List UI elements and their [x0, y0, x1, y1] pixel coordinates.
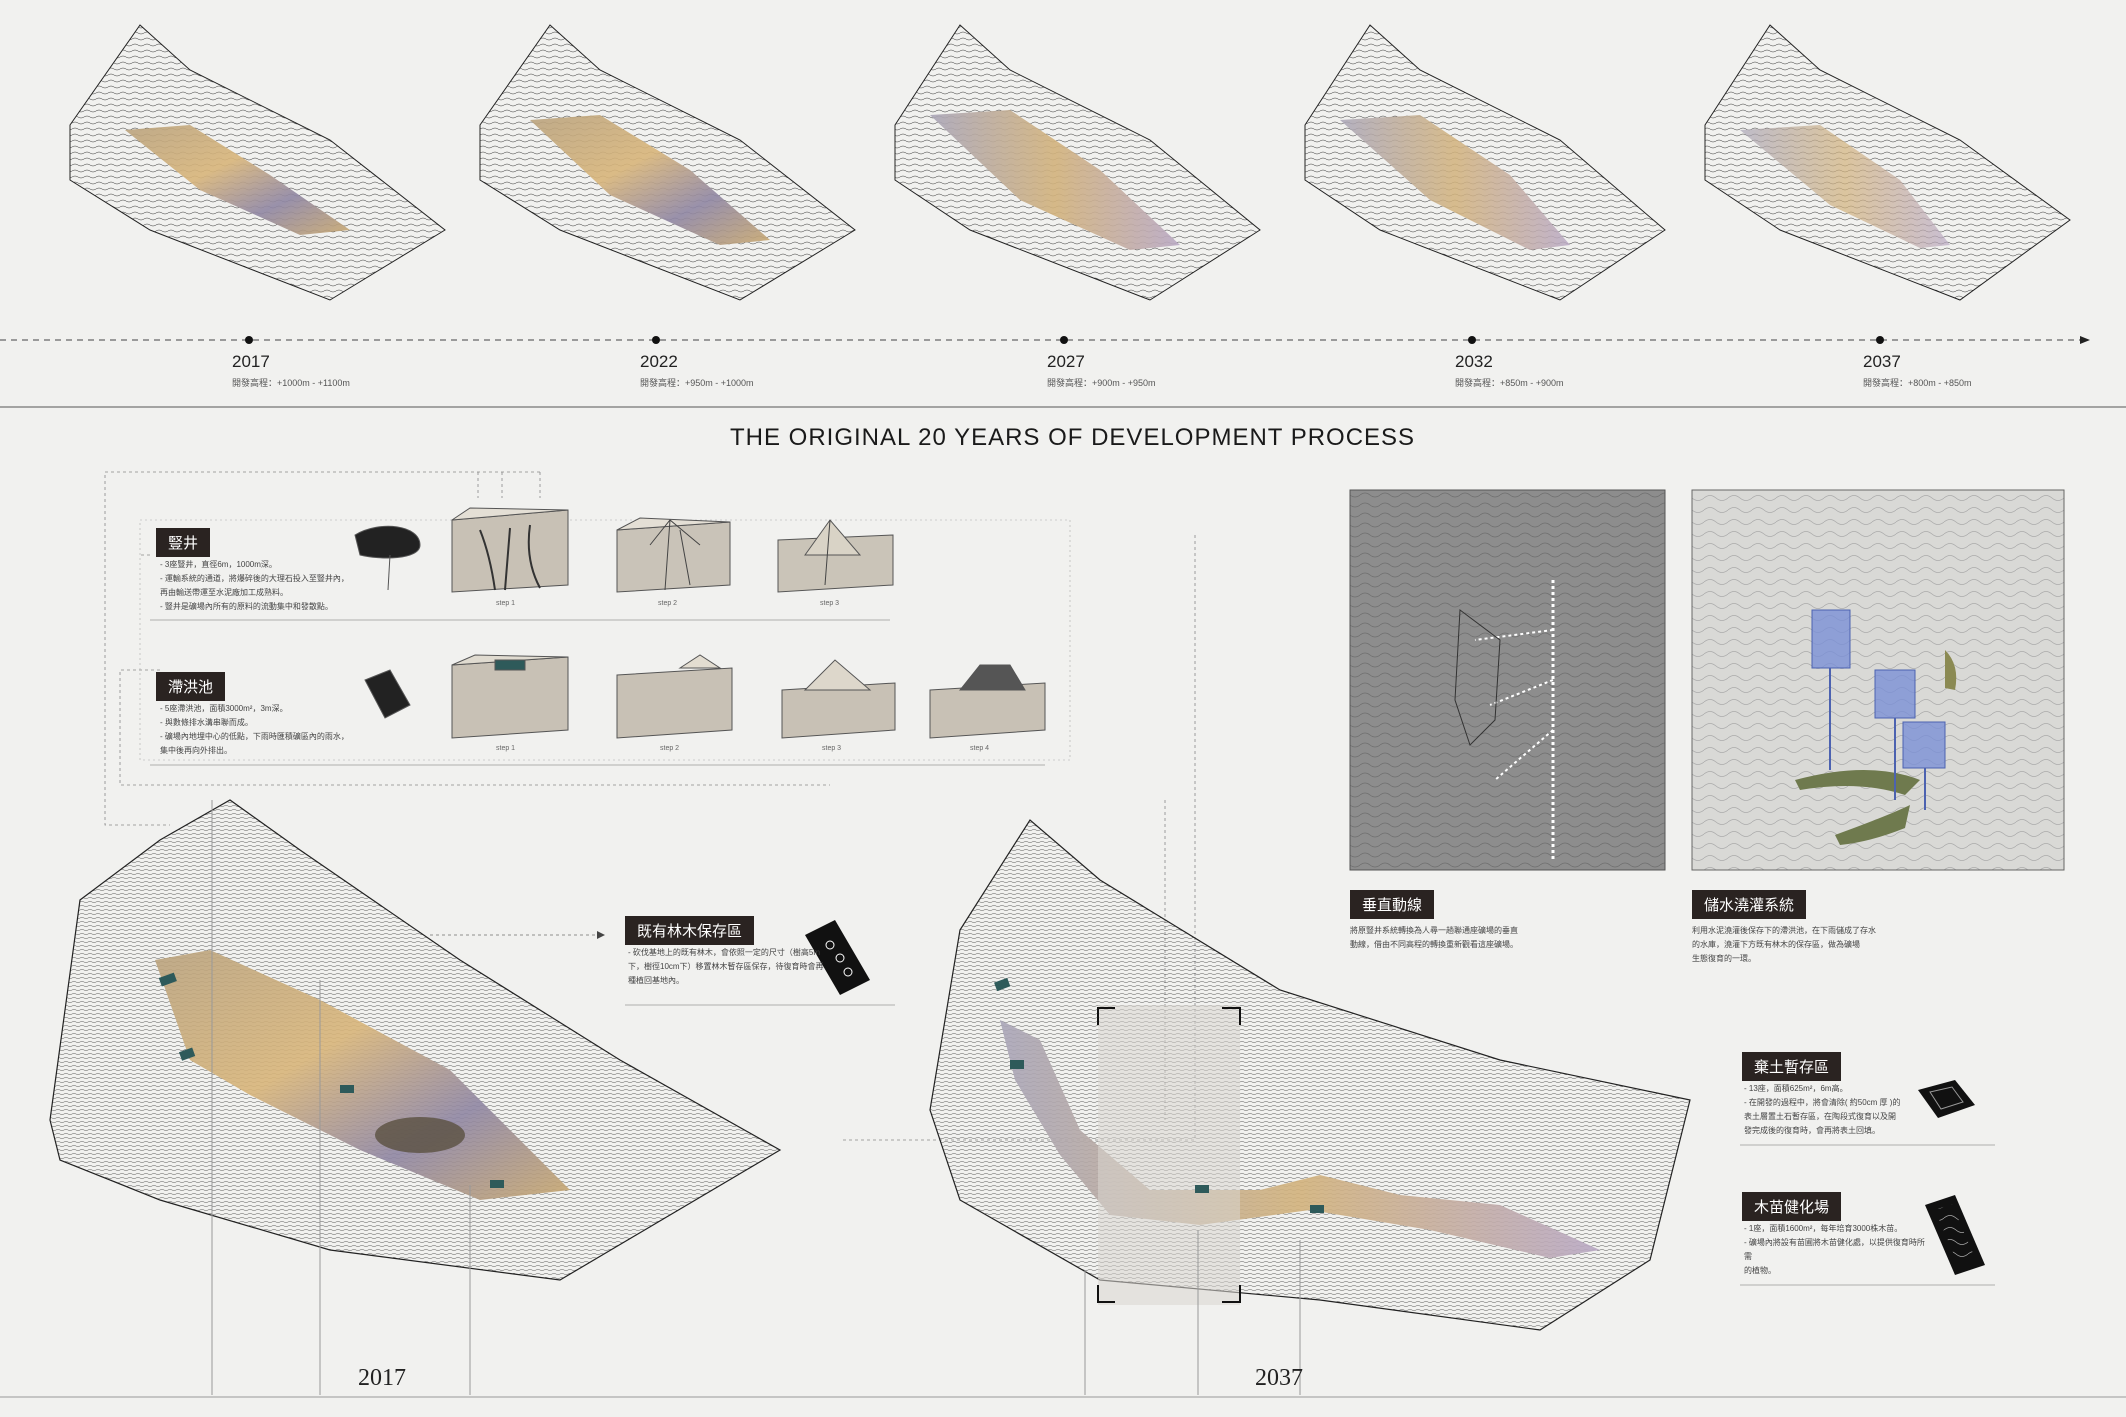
vertical-path-plan	[1349, 489, 1666, 871]
shaft-step-boxes	[354, 507, 894, 593]
pond-step-boxes	[364, 654, 1046, 739]
vertical-path-tag: 垂直動線	[1350, 890, 1435, 919]
soil-storage-tag: 棄土暫存區	[1742, 1052, 1842, 1081]
shaft-tag: 豎井	[156, 528, 211, 557]
timeline-elevation-2032: 開發高程：+850m - +900m	[1455, 378, 1564, 388]
terrain-2037-top	[1704, 24, 2071, 301]
forest-tag: 既有林木保存區	[625, 916, 755, 945]
shaft-step-2-label: step 2	[658, 600, 678, 607]
pond-description: - 5座滯洪池，面積3000m²，3m深。- 與數條排水溝串聯而成。- 礦場內地…	[160, 704, 349, 755]
forest-icon	[805, 920, 870, 995]
pond-step-3-label: step 3	[822, 745, 842, 752]
terrain-2027-top	[894, 24, 1261, 301]
timeline-elevation-2027: 開發高程：+900m - +950m	[1047, 378, 1156, 388]
pond-step-2-label: step 2	[660, 745, 680, 752]
terrain-2022-top	[479, 24, 856, 301]
soil-icon	[1918, 1080, 1975, 1118]
nursery-description: - 1座，面積1600m²，每年培育3000株木苗。- 礦場內將設有苗圃將木苗健…	[1744, 1224, 1925, 1275]
shaft-step-3-label: step 3	[820, 600, 840, 607]
timeline-elevation-2017: 開發高程：+1000m - +1100m	[232, 378, 350, 388]
shaft-step-1-label: step 1	[496, 600, 516, 607]
terrain-2017-large	[49, 799, 782, 1281]
pond-step-4-label: step 4	[970, 745, 990, 752]
timeline-elevation-2022: 開發高程：+950m - +1000m	[640, 378, 754, 388]
shaft-description: - 3座豎井，直徑6m，1000m深。- 運輸系統的通道，將爆碎後的大理石投入至…	[160, 560, 349, 611]
pond-step-1-label: step 1	[496, 745, 516, 752]
page-title: THE ORIGINAL 20 YEARS OF DEVELOPMENT PRO…	[730, 424, 1416, 451]
timeline-year-2032: 2032	[1455, 352, 1493, 371]
terrain-2017-top	[69, 24, 446, 301]
pond-tag: 滯洪池	[156, 672, 226, 701]
timeline-year-2037: 2037	[1863, 352, 1901, 371]
water-system-plan	[1691, 489, 2065, 871]
bottom-year-2037: 2037	[1255, 1365, 1303, 1391]
timeline-year-2027: 2027	[1047, 352, 1085, 371]
terrain-2032-top	[1304, 24, 1666, 301]
water-system-tag: 儲水澆灌系統	[1692, 890, 1807, 919]
timeline-year-2017: 2017	[232, 352, 270, 371]
nursery-tag: 木苗健化場	[1742, 1192, 1842, 1221]
timeline-elevation-2037: 開發高程：+800m - +850m	[1863, 378, 1972, 388]
bottom-year-2017: 2017	[358, 1365, 406, 1391]
terrain-2037-large	[929, 819, 1691, 1331]
forest-description: - 砍伐基地上的既有林木，會依照一定的尺寸（樹高5m 下，樹徑10cm下）移置林…	[628, 948, 824, 985]
timeline-year-2022: 2022	[640, 352, 678, 371]
nursery-icon	[1925, 1195, 1985, 1275]
water-system-description: 利用水泥澆灌後保存下的滯洪池，在下雨儲成了存水的水庫，澆灌下方既有林木的保存區，…	[1692, 926, 1876, 963]
soil-storage-description: - 13座，面積625m²，6m高。- 在開發的過程中，將會清除( 約50cm …	[1744, 1084, 1901, 1135]
vertical-path-description: 將原豎井系統轉換為人尋一趟聯通座礦場的垂直動線，借由不同高程的轉換重新觀看這座礦…	[1350, 926, 1518, 949]
